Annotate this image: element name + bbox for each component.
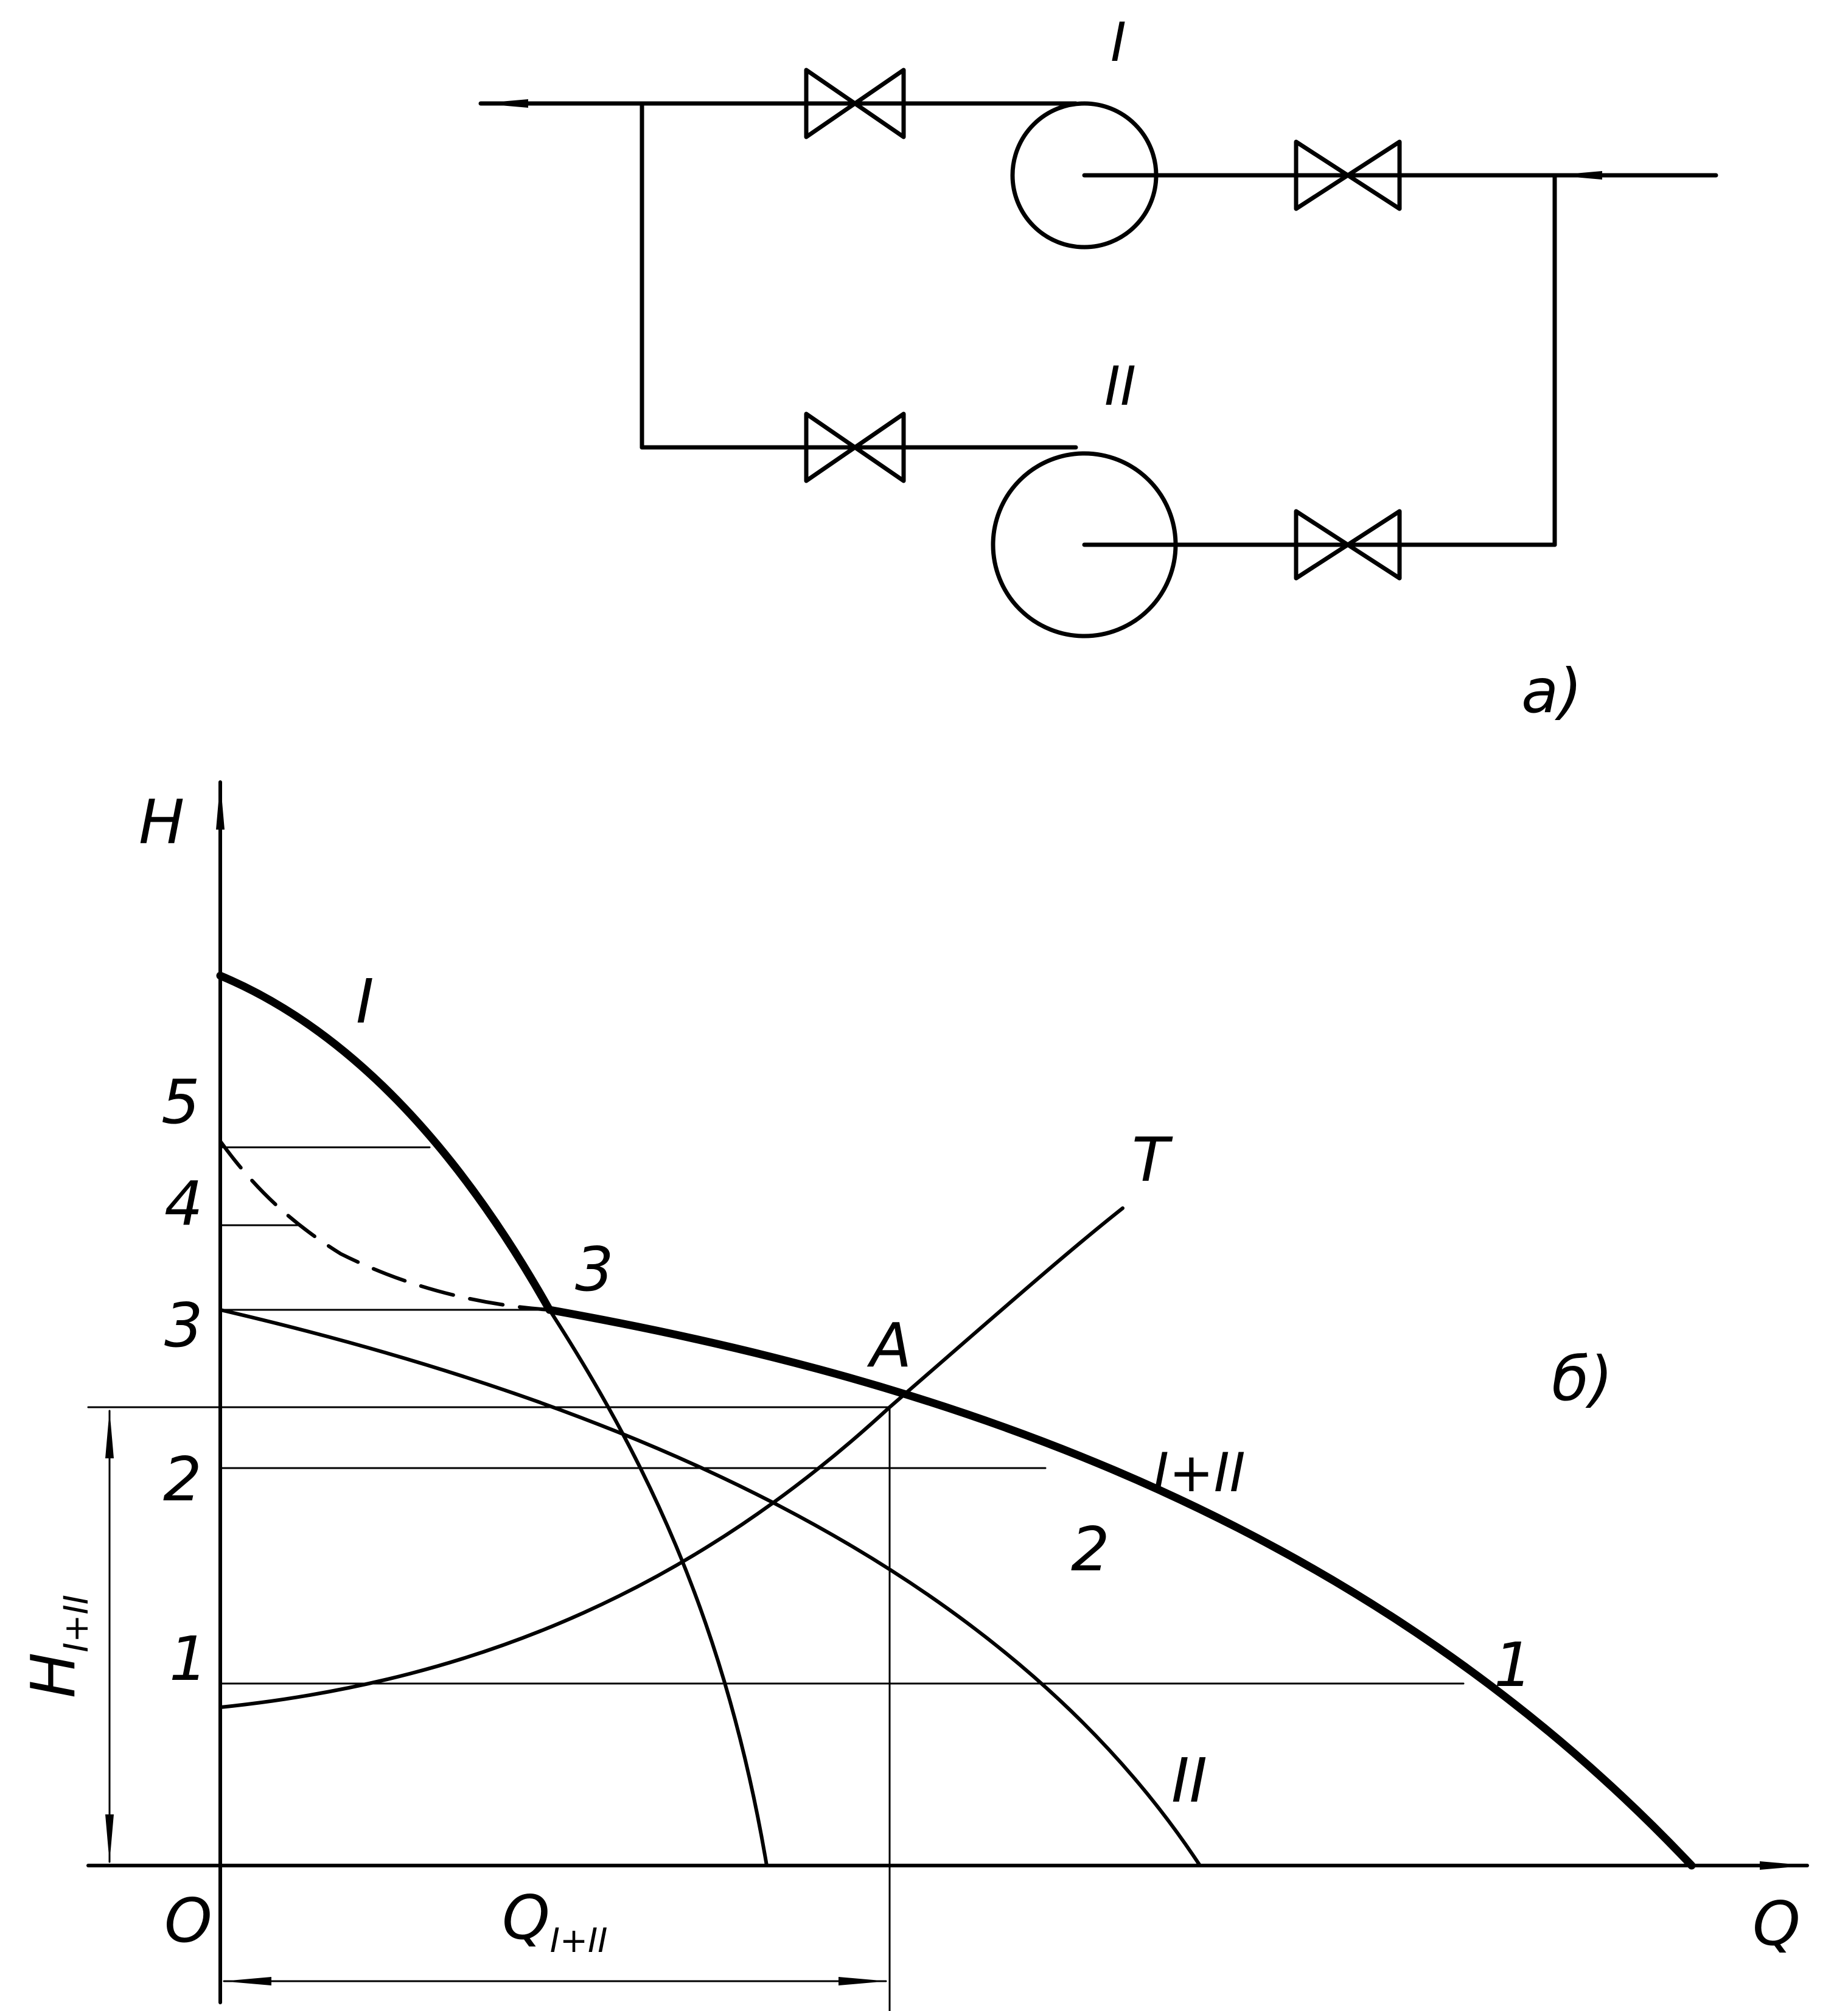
curve-pump-I	[216, 971, 554, 1314]
origin-label: O	[164, 1885, 212, 1956]
axis-y-label: H	[139, 786, 184, 858]
valve-icon	[804, 411, 906, 483]
valve-icon	[1294, 509, 1402, 581]
graph-caption: б)	[1552, 1343, 1613, 1415]
curve-pump-I	[548, 1308, 769, 1867]
pump-II-label: II	[1104, 355, 1136, 418]
curve-pump-II	[218, 1308, 1202, 1867]
scheme-caption: а)	[1521, 656, 1582, 727]
tick-label-4: 4	[164, 1168, 203, 1239]
tick-label-1: 1	[169, 1623, 208, 1694]
pump-I-label: I	[1111, 11, 1126, 74]
curve-I-label: I	[356, 966, 374, 1037]
pump-scheme: I II а)	[478, 11, 1718, 727]
pump-characteristics-graph: 5 4 3 2 1 H Q O I T 3 A б) I+II 2 1 II H…	[18, 780, 1809, 2011]
curve-pump-I-dashed	[218, 1139, 551, 1312]
curve-II-label: II	[1171, 1745, 1207, 1816]
axis-x-label: Q	[1752, 1888, 1801, 1959]
dimension-Q-label: QI+II	[502, 1882, 607, 1960]
dimension-H-label: HI+II	[18, 1595, 96, 1698]
curve-T-label: T	[1132, 1124, 1173, 1195]
tick-label-5: 5	[161, 1066, 200, 1138]
curve-network-T	[218, 1206, 1124, 1709]
tick-label-3: 3	[164, 1290, 203, 1361]
valve-icon	[1294, 139, 1402, 211]
valve-icon	[804, 68, 906, 139]
point-1-label: 1	[1494, 1629, 1533, 1701]
curve-sum-I-plus-II	[545, 1306, 1696, 1870]
point-3-label: 3	[575, 1234, 614, 1305]
curve-sum-label: I+II	[1153, 1441, 1246, 1504]
tick-label-2: 2	[163, 1444, 202, 1515]
point-2-label: 2	[1071, 1514, 1110, 1585]
point-A-label: A	[866, 1310, 912, 1381]
